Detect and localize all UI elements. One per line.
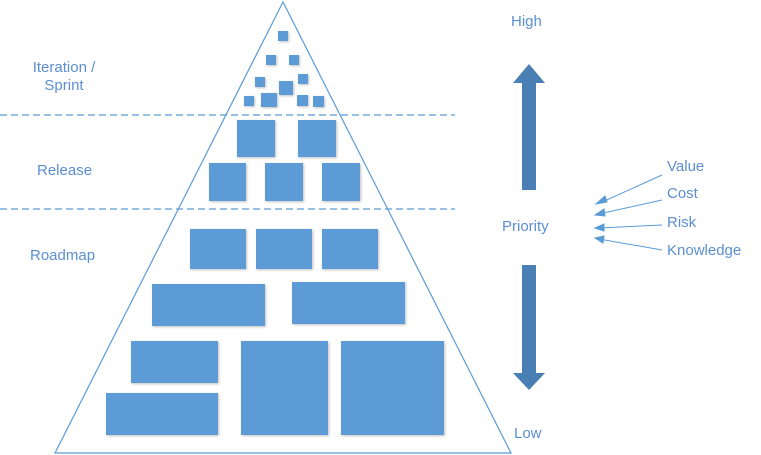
iteration-item (313, 96, 324, 107)
release-item (237, 120, 275, 157)
label-priority: Priority (502, 218, 549, 235)
factor-arrow-knowledge (598, 238, 663, 251)
iteration-item (255, 77, 265, 87)
iteration-item (279, 81, 293, 95)
factor-arrow-risk (598, 224, 663, 229)
release-items (209, 120, 360, 201)
iteration-item (289, 55, 299, 65)
release-item (209, 163, 246, 201)
roadmap-item (256, 229, 312, 269)
factor-cost: Cost (667, 185, 698, 202)
label-high: High (511, 13, 542, 30)
label-iteration-line1: Iteration / (32, 59, 96, 76)
arrowhead-icon (594, 195, 608, 205)
release-item (265, 163, 303, 201)
label-iteration-line2: Sprint (44, 77, 84, 94)
roadmap-items (106, 229, 444, 435)
arrowhead-icon (593, 223, 605, 232)
factor-risk: Risk (667, 214, 697, 231)
iteration-item (266, 55, 276, 65)
label-roadmap: Roadmap (30, 247, 96, 264)
roadmap-item (322, 229, 378, 269)
roadmap-item (106, 393, 218, 435)
roadmap-item (152, 284, 265, 326)
iteration-item (278, 31, 288, 41)
label-release: Release (37, 162, 93, 179)
iteration-item (298, 74, 308, 84)
roadmap-item (131, 341, 218, 383)
label-iteration-sprint: Iteration / Sprint (14, 59, 114, 95)
factor-knowledge: Knowledge (667, 242, 742, 259)
pyramid-outline (54, 0, 512, 454)
roadmap-item (341, 341, 444, 435)
roadmap-item (241, 341, 328, 435)
release-item (322, 163, 360, 201)
factor-arrows (593, 174, 663, 251)
iteration-item (244, 96, 254, 106)
arrowhead-icon (593, 235, 605, 244)
iteration-items (244, 31, 324, 107)
arrowhead-icon (593, 208, 606, 217)
iteration-item (261, 93, 277, 107)
release-item (298, 120, 336, 157)
factor-arrow-value (599, 174, 663, 204)
arrow-down-icon (513, 265, 545, 390)
factor-arrow-cost (598, 199, 663, 215)
factor-value: Value (667, 158, 705, 175)
label-low: Low (514, 425, 542, 442)
arrow-up-icon (513, 64, 545, 190)
roadmap-item (190, 229, 246, 269)
iteration-item (297, 95, 308, 106)
roadmap-item (292, 282, 405, 324)
